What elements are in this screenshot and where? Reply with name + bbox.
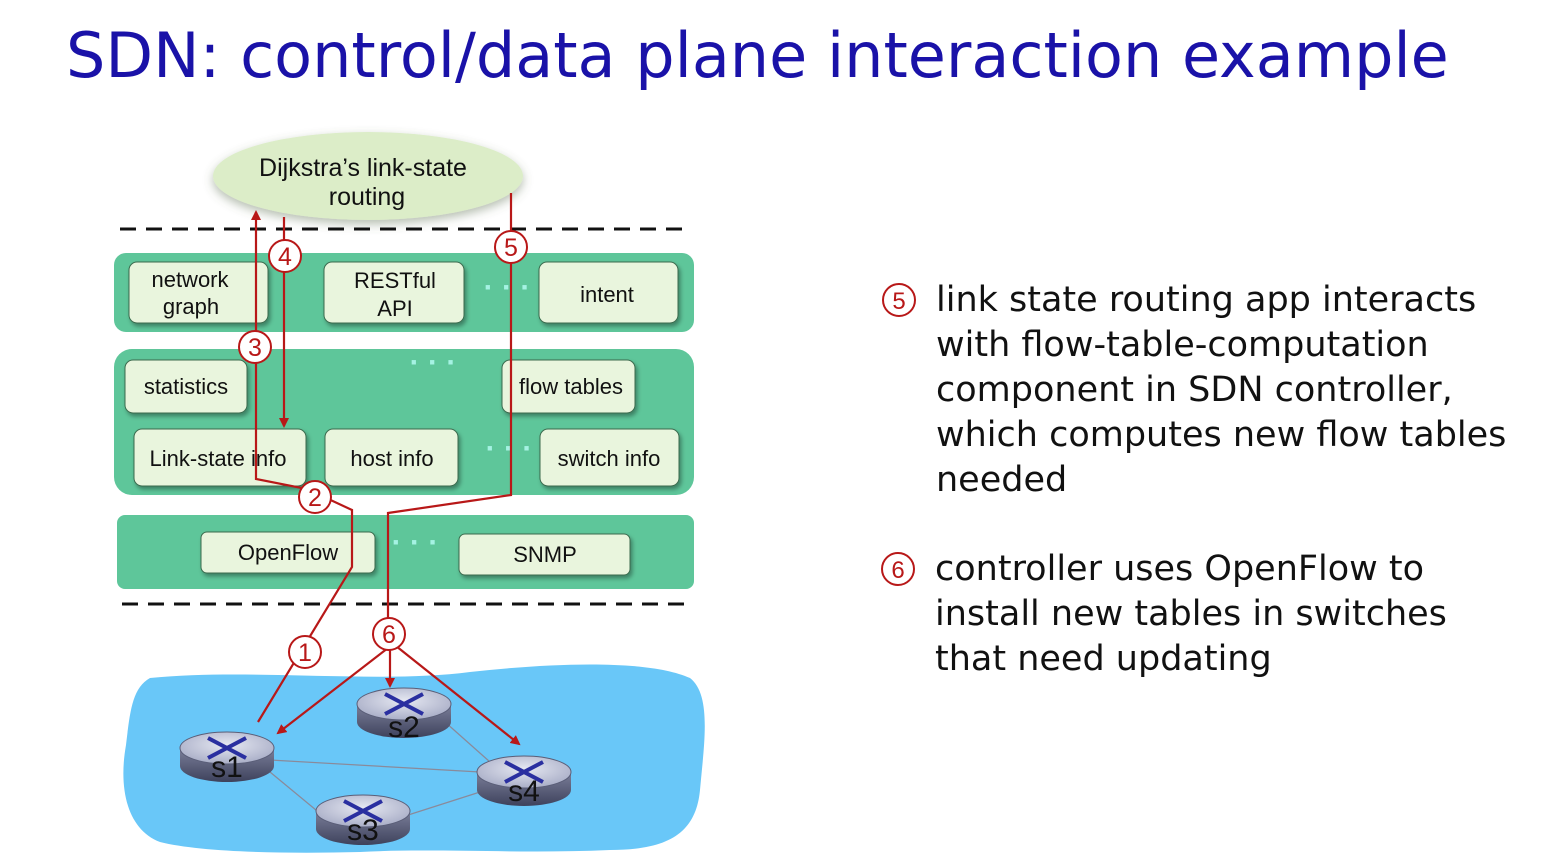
svg-text:API: API (377, 296, 412, 321)
switch-icon (504, 760, 544, 784)
switch-label-s3: s3 (347, 814, 379, 847)
bullet-6-line: controller uses OpenFlow to (935, 549, 1425, 589)
step-number-6: 6 (382, 621, 396, 649)
statistics-box (124, 359, 248, 414)
bullet-6-line: install new tables in switches (935, 594, 1447, 634)
svg-text:statistics: statistics (144, 374, 228, 399)
step-5-marker: 5 (882, 283, 916, 317)
svg-text:OpenFlow: OpenFlow (238, 540, 338, 565)
ellipsis-state-top: · · · (410, 346, 457, 379)
step-circle-5 (494, 230, 528, 264)
switch-icon (343, 799, 383, 823)
link-state-info-box (133, 428, 307, 487)
step-circle-4 (268, 239, 302, 273)
switch-label-s1: s1 (211, 751, 243, 784)
switch-info-box (539, 428, 680, 487)
snmp-box (458, 533, 631, 576)
app-label-line1: Dijkstra’s link-state (259, 154, 467, 182)
bullet-5-line: link state routing app interacts (936, 280, 1477, 320)
svg-text:5: 5 (892, 288, 905, 315)
switch-label-s4: s4 (508, 775, 540, 808)
bullet-5-line: which computes new flow tables (936, 415, 1507, 455)
app-label-line2: routing (329, 183, 405, 211)
svg-text:graph: graph (163, 294, 219, 319)
switch-s3: s3 (315, 794, 411, 847)
intent-box (538, 261, 679, 324)
switch-s4: s4 (476, 755, 572, 808)
arrow-6-to-s4 (395, 645, 521, 746)
switch-s1: s1 (179, 731, 275, 784)
step-circles: 1 2 3 4 5 6 (238, 230, 528, 669)
switch-icon (384, 692, 424, 716)
arrow-6-to-s1 (276, 647, 389, 735)
restful-api-box (323, 261, 465, 324)
switch-s2: s2 (356, 687, 452, 744)
ellipsis-northbound: · · · (484, 271, 531, 304)
step-6-marker: 6 (881, 552, 915, 586)
step-circle-3 (238, 330, 272, 364)
arrow-path-5 (386, 193, 513, 622)
ellipsis-state-bottom: · · · (486, 432, 533, 465)
host-info-box (324, 428, 459, 487)
svg-text:RESTful: RESTful (354, 268, 436, 293)
step-circle-2 (298, 480, 332, 514)
step-number-5: 5 (504, 234, 518, 262)
network-cloud (123, 664, 705, 853)
slide-title: SDN: control/data plane interaction exam… (66, 19, 1449, 92)
step-number-2: 2 (308, 484, 322, 512)
ellipsis-southbound: · · · (392, 526, 439, 559)
bullet-step-6: 6 controller uses OpenFlow to install ne… (879, 547, 1529, 687)
network-graph-box (128, 261, 269, 324)
app-ellipse (213, 132, 523, 220)
switch-icon (207, 736, 247, 760)
step-number-4: 4 (278, 243, 292, 271)
svg-text:SNMP: SNMP (513, 542, 577, 567)
bullet-6-line: that need updating (935, 639, 1272, 679)
bullet-step-5: 5 link state routing app interacts with … (880, 278, 1530, 508)
svg-text:6: 6 (891, 557, 904, 584)
bullet-5-line: with flow-table-computation (936, 325, 1429, 365)
svg-text:host info: host info (350, 446, 433, 471)
step-number-3: 3 (248, 334, 262, 362)
step-circle-1 (288, 635, 322, 669)
bullet-5-line: needed (936, 460, 1068, 500)
flow-tables-box (501, 359, 636, 414)
svg-text:Link-state info: Link-state info (150, 446, 287, 471)
svg-text:network: network (151, 267, 229, 292)
bullet-5-line: component in SDN controller, (936, 370, 1453, 410)
svg-text:switch info: switch info (558, 446, 661, 471)
openflow-box (200, 531, 376, 574)
step-circle-6 (372, 617, 406, 651)
switch-links (269, 721, 491, 817)
svg-text:flow tables: flow tables (519, 374, 623, 399)
switch-label-s2: s2 (388, 711, 420, 744)
svg-text:intent: intent (580, 282, 634, 307)
step-number-1: 1 (298, 639, 312, 667)
